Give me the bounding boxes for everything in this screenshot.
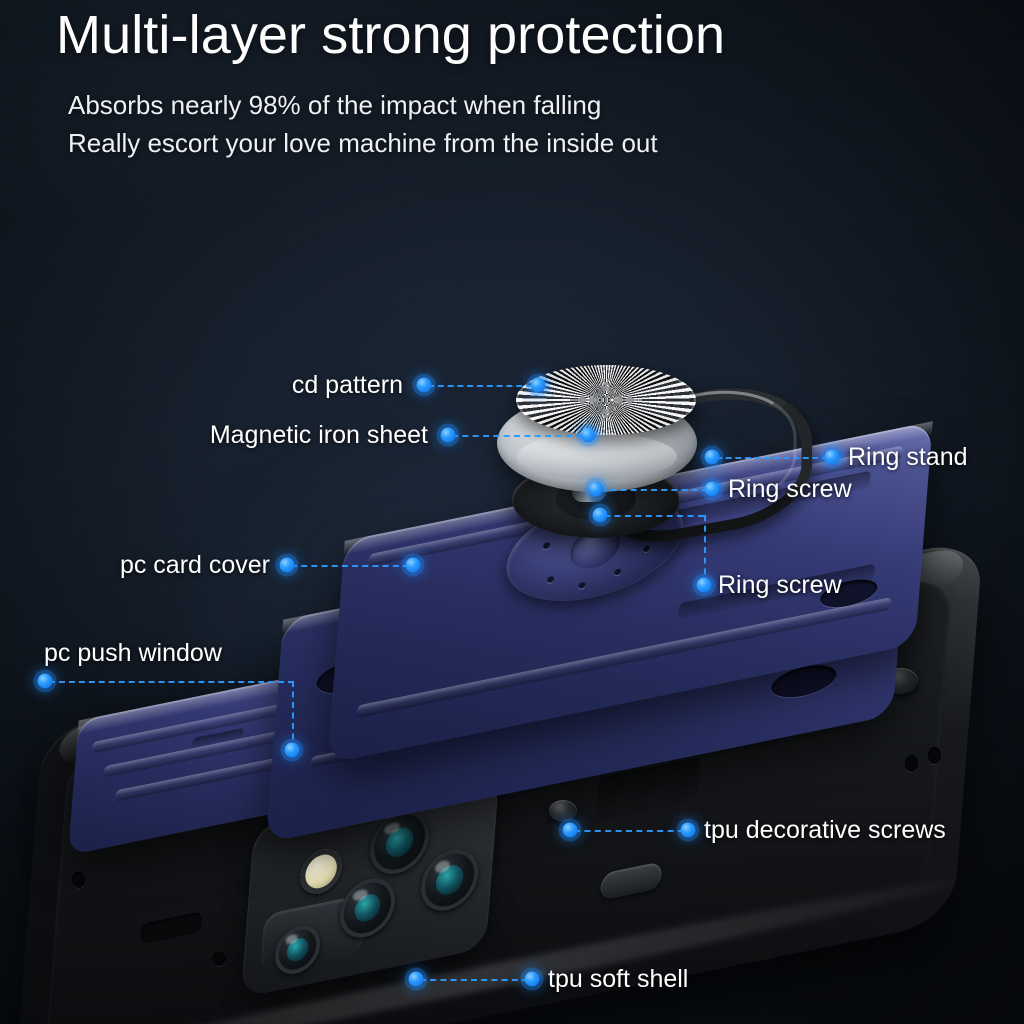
callout-dot-ring-screw-upper-label[interactable] bbox=[704, 481, 720, 497]
callout-label-cd-pattern: cd pattern bbox=[291, 371, 403, 399]
callout-line-pc-push-window-vertical bbox=[292, 681, 294, 750]
callout-dot-magnetic-iron-sheet-label[interactable] bbox=[440, 427, 456, 443]
callout-line-tpu-soft-shell bbox=[420, 979, 528, 981]
callout-dot-tpu-soft-shell-label[interactable] bbox=[524, 971, 540, 987]
callout-label-magnetic-iron-sheet: Magnetic iron sheet bbox=[209, 421, 428, 449]
cd-pattern-disc bbox=[516, 365, 696, 435]
callout-dot-pc-card-cover-label[interactable] bbox=[279, 557, 295, 573]
callout-label-pc-push-window: pc push window bbox=[44, 639, 222, 667]
callout-dot-ring-screw-lower-target[interactable] bbox=[592, 507, 608, 523]
callout-dot-pc-push-window-target[interactable] bbox=[284, 742, 300, 758]
callout-dot-cd-pattern-label[interactable] bbox=[416, 377, 432, 393]
page-title: Multi-layer strong protection bbox=[56, 5, 726, 65]
microphone-hole bbox=[212, 952, 226, 966]
callout-label-tpu-decorative-screws: tpu decorative screws bbox=[704, 816, 946, 844]
callout-dot-ring-stand-target[interactable] bbox=[704, 449, 720, 465]
callout-line-ring-screw-lower-vertical bbox=[704, 515, 706, 585]
callout-line-ring-stand bbox=[716, 457, 828, 459]
callout-dot-tpu-decorative-screws-target[interactable] bbox=[562, 822, 578, 838]
camera-lens-wide bbox=[418, 844, 481, 916]
subtitle-line-2: Really escort your love machine from the… bbox=[68, 128, 658, 158]
cd-pattern-radial-sheen bbox=[516, 365, 696, 435]
callout-label-pc-card-cover: pc card cover bbox=[119, 551, 270, 579]
callout-dot-ring-screw-lower-label[interactable] bbox=[696, 577, 712, 593]
callout-line-pc-push-window-horizontal bbox=[49, 681, 294, 683]
callout-dot-ring-stand-label[interactable] bbox=[824, 449, 840, 465]
callout-line-ring-screw-lower-horizontal bbox=[604, 515, 704, 517]
subtitle-line-1: Absorbs nearly 98% of the impact when fa… bbox=[68, 90, 602, 120]
mount-pin-1 bbox=[542, 541, 551, 550]
callout-line-tpu-decorative-screws bbox=[574, 830, 684, 832]
mount-pin-6 bbox=[643, 544, 651, 553]
mount-pin-8 bbox=[577, 581, 586, 589]
callout-label-tpu-soft-shell: tpu soft shell bbox=[548, 965, 689, 993]
callout-dot-tpu-decorative-screws-label[interactable] bbox=[680, 822, 696, 838]
callout-dot-pc-push-window-label[interactable] bbox=[37, 673, 53, 689]
camera-lens-tele bbox=[337, 873, 398, 943]
magnet-rim bbox=[517, 433, 677, 481]
mount-pin-7 bbox=[613, 568, 621, 576]
callout-label-ring-screw-lower: Ring screw bbox=[718, 571, 842, 599]
camera-flash bbox=[298, 845, 344, 898]
callout-dot-pc-card-cover-target[interactable] bbox=[405, 557, 421, 573]
callout-label-ring-stand: Ring stand bbox=[848, 443, 968, 471]
mount-pin-9 bbox=[547, 575, 555, 584]
speaker-hole-2 bbox=[928, 747, 941, 764]
speaker-hole-1 bbox=[905, 755, 918, 772]
callout-line-pc-card-cover bbox=[291, 565, 409, 567]
callout-dot-tpu-soft-shell-target[interactable] bbox=[408, 971, 424, 987]
callout-dot-magnetic-iron-sheet-target[interactable] bbox=[580, 427, 596, 443]
callout-line-magnetic-iron-sheet bbox=[452, 435, 582, 437]
callout-label-ring-screw-upper: Ring screw bbox=[728, 475, 852, 503]
callout-dot-ring-screw-upper-target[interactable] bbox=[588, 481, 604, 497]
callout-line-ring-screw-upper bbox=[600, 489, 708, 491]
callout-dot-cd-pattern-target[interactable] bbox=[530, 377, 546, 393]
tpu-decorative-screw-front bbox=[549, 800, 577, 822]
callout-line-cd-pattern bbox=[428, 385, 532, 387]
